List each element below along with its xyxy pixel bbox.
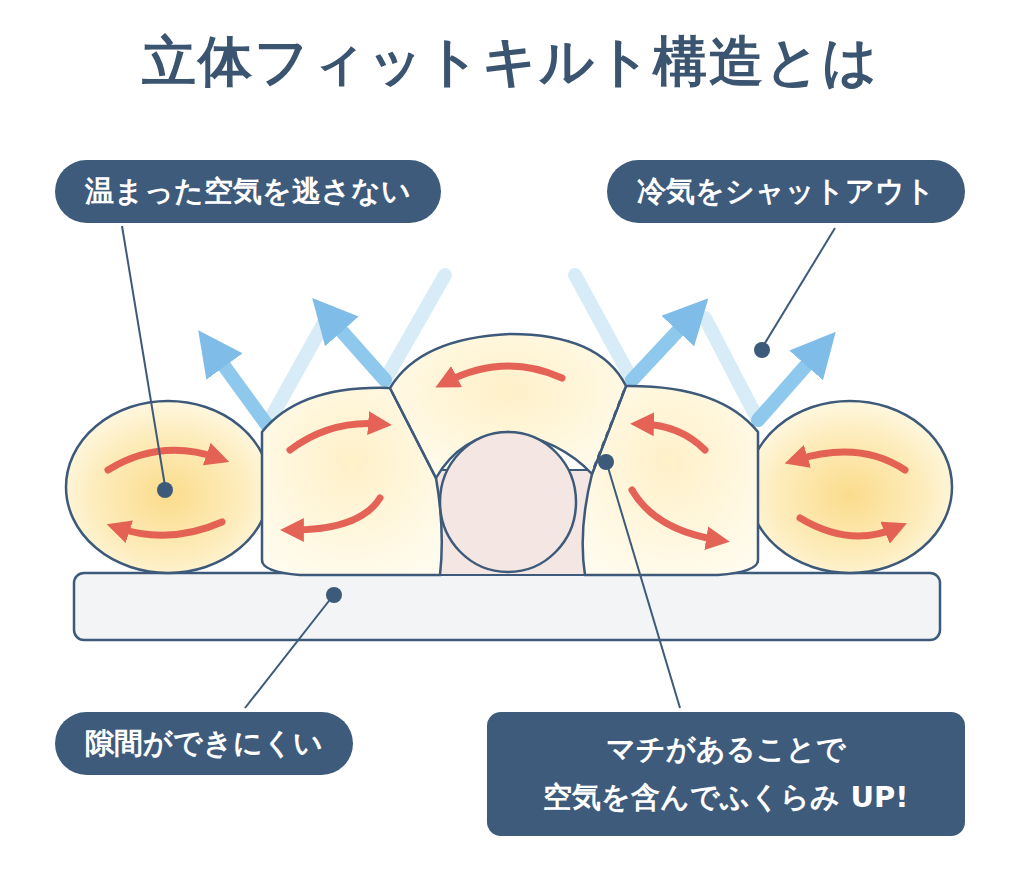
callout-pill: 温まった空気を逃さない: [55, 160, 441, 223]
callout-pill: マチがあることで 空気を含んでふくらみ UP!: [487, 712, 965, 836]
leader-dot: [157, 342, 770, 603]
callout-text: 温まった空気を逃さない: [85, 172, 411, 212]
warm-air-arrow: [118, 522, 222, 535]
leader-dot: [326, 587, 342, 603]
warm-air-arrow: [108, 450, 218, 470]
callout-pill: 隙間ができにくい: [55, 712, 353, 775]
leader-line: [245, 597, 332, 708]
leader-dot: [598, 454, 614, 470]
warm-air-arrow: [796, 452, 905, 470]
callout-text: 隙間ができにくい: [85, 724, 323, 764]
callout-pill: 冷気をシャットアウト: [607, 160, 965, 223]
deflect-arrow: [632, 318, 690, 380]
leader-line: [607, 464, 680, 708]
quilt-seam: [392, 392, 436, 478]
leader-dot: [754, 342, 770, 358]
warm-air-arrow: [632, 490, 718, 540]
callout-text: マチがあることで 空気を含んでふくらみ UP!: [511, 726, 941, 822]
sleeper-head: [440, 432, 576, 572]
quilt-seam: [261, 436, 263, 566]
leader-line: [762, 228, 835, 348]
warm-air-arrow: [292, 498, 380, 530]
quilt-puff: [66, 401, 270, 573]
leader-line: [122, 226, 835, 708]
callout-text: 冷気をシャットアウト: [637, 172, 935, 212]
warm-air-arrow: [446, 366, 562, 382]
leader-dot: [157, 482, 173, 498]
warm-air-arrow: [642, 424, 705, 450]
warm-air-arrow: [800, 518, 896, 536]
quilt-puff: [748, 401, 952, 573]
leader-line: [122, 226, 165, 486]
quilt-seam: [757, 436, 759, 566]
diagram-title: 立体フィットキルト構造とは: [0, 26, 1020, 99]
warm-air-arrow: [108, 366, 905, 540]
quilt-seam: [592, 390, 624, 472]
quilt-seam: [262, 390, 758, 566]
deflect-arrow: [330, 318, 385, 380]
warm-air-arrow: [290, 424, 380, 450]
mattress: [74, 573, 940, 640]
